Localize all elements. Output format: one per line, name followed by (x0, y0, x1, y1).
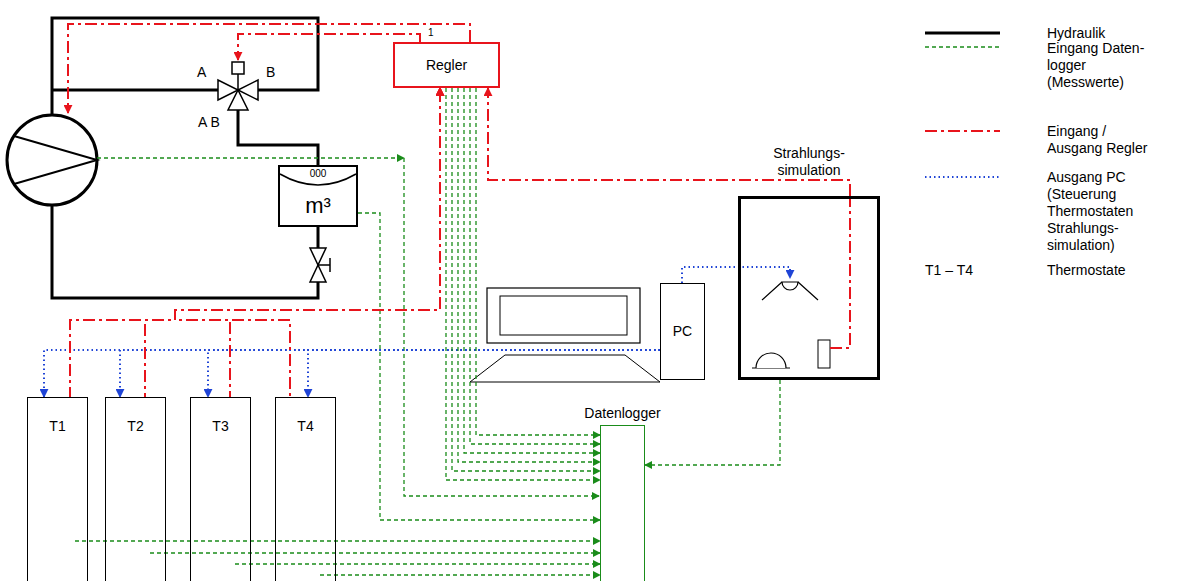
three-way-valve-symbol (218, 62, 258, 110)
connector (208, 350, 660, 397)
node-text: Strahlungs- simulation (754, 145, 864, 179)
connector (150, 552, 600, 553)
legend-text: Ausgang PC (Steuerung Thermostaten Strah… (1047, 169, 1157, 254)
flow-meter-box: 000 m³ (278, 165, 358, 227)
connector (446, 88, 600, 480)
node-text: T1 (49, 418, 65, 435)
monitor-symbol (500, 296, 627, 335)
hand-valve-symbol (318, 258, 330, 272)
node-text: T4 (297, 418, 313, 435)
pump-symbol (14, 136, 97, 184)
legend-sample (925, 32, 1000, 35)
legend-sample (925, 130, 1000, 132)
thermostat-box: T4 (275, 397, 336, 581)
thermostat-box: T3 (190, 397, 251, 581)
connector (175, 88, 440, 397)
legend-sample (925, 176, 1000, 178)
legend-text: Thermostate (1047, 262, 1157, 279)
connector (175, 88, 440, 397)
connector (358, 213, 600, 520)
lamp-symbol (752, 196, 850, 368)
node-subtext: m³ (305, 194, 331, 218)
connector (75, 540, 600, 541)
legend-symbol-text: T1 – T4 (925, 262, 973, 279)
port-label: B (266, 64, 275, 81)
three-way-valve-symbol (232, 62, 244, 74)
connector (70, 88, 440, 397)
monitor-symbol (470, 288, 660, 382)
connector (145, 88, 440, 397)
node-text: 000 (310, 168, 327, 180)
connector (120, 350, 660, 397)
port-label: A B (198, 114, 220, 131)
lamp-symbol (762, 282, 818, 300)
lamp-symbol (830, 196, 850, 348)
connector (320, 574, 600, 575)
monitor-symbol (470, 355, 660, 382)
legend-text: Eingang Daten- logger (Messwerte) (1047, 40, 1157, 91)
legend-sample (925, 33, 1000, 177)
connector (645, 380, 780, 465)
node-text: Datenlogger (584, 405, 660, 422)
three-way-valve-symbol (237, 74, 239, 90)
thermostat-box: T1 (27, 397, 88, 581)
controller-box: Regler (393, 42, 500, 88)
thermostat-box: T2 (105, 397, 166, 581)
legend-text: Eingang / Ausgang Regler (1047, 123, 1157, 157)
connector (44, 350, 660, 397)
node-text: Regler (426, 57, 467, 74)
pump-signal-line (97, 157, 404, 158)
port-label: A (197, 64, 206, 81)
pump-symbol (7, 115, 97, 205)
node-text: PC (673, 323, 692, 340)
connector (464, 88, 600, 453)
node-text: T2 (127, 418, 143, 435)
pc-tower: PC (660, 283, 705, 380)
monitor-symbol (487, 288, 640, 343)
connector (308, 350, 660, 397)
connector (458, 88, 600, 462)
pump-symbol (7, 115, 97, 205)
lamp-symbol (782, 282, 798, 290)
hand-valve-symbol (310, 265, 326, 282)
connector (235, 563, 600, 564)
lamp-symbol (818, 340, 830, 368)
legend-sample (925, 46, 1000, 47)
radiation-simulator-box: Strahlungs- simulation (738, 196, 880, 380)
three-way-valve-symbol (228, 90, 248, 110)
connector (682, 267, 790, 283)
connector (470, 88, 600, 444)
callout-number: 1 (428, 27, 434, 39)
connector (476, 88, 600, 435)
datalogger-box: Datenlogger (600, 425, 645, 581)
connector (452, 88, 600, 471)
connector-layer (44, 88, 850, 575)
lamp-symbol (756, 353, 786, 368)
controller-output-line (68, 24, 470, 113)
legend-text: Hydraulik (1047, 25, 1157, 42)
controller-output-line (68, 24, 470, 113)
node-text: T3 (212, 418, 228, 435)
hand-valve-symbol (310, 248, 330, 282)
hand-valve-symbol (310, 248, 326, 265)
connector (488, 88, 850, 196)
